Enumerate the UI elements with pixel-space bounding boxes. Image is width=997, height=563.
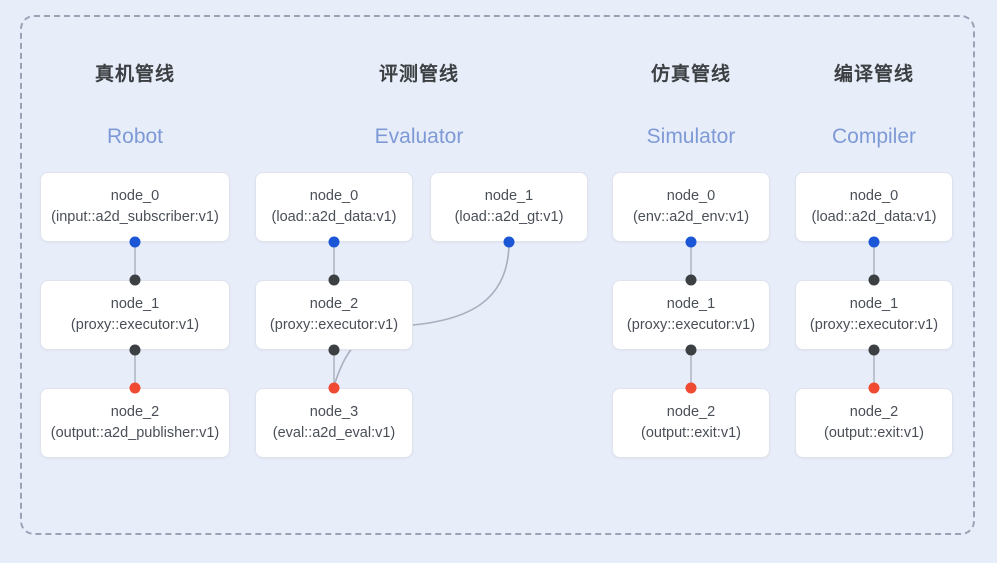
port-input-red: [868, 382, 880, 394]
node-label-name: node_1: [849, 296, 899, 312]
node-simulator-2[interactable]: node_2 (output::exit:v1): [612, 388, 770, 458]
node-robot-2[interactable]: node_2 (output::a2d_publisher:v1): [40, 388, 230, 458]
port-output-blue: [868, 236, 880, 248]
column-subtitle-robot: Robot: [106, 125, 164, 148]
edge-simulator-0-1: [690, 242, 692, 280]
port-input-dark: [328, 274, 340, 286]
port-output-blue: [685, 236, 697, 248]
port-output-dark: [328, 344, 340, 356]
port-output-dark: [685, 344, 697, 356]
node-label-type: (eval::a2d_eval:v1): [272, 425, 396, 441]
column-subtitle-evaluator: Evaluator: [374, 125, 464, 148]
port-output-dark: [129, 344, 141, 356]
node-evaluator-3[interactable]: node_3 (eval::a2d_eval:v1): [255, 388, 413, 458]
node-label-name: node_0: [849, 188, 899, 204]
node-label-type: (proxy::executor:v1): [626, 317, 756, 333]
node-evaluator-gt-1[interactable]: node_1 (load::a2d_gt:v1): [430, 172, 588, 242]
port-input-dark: [129, 274, 141, 286]
column-title-evaluator: 评测管线: [378, 64, 459, 85]
node-robot-0[interactable]: node_0 (input::a2d_subscriber:v1): [40, 172, 230, 242]
node-label-name: node_1: [110, 296, 160, 312]
column-subtitle-simulator: Simulator: [646, 125, 736, 148]
node-label-name: node_0: [309, 188, 359, 204]
diagram-frame: [20, 15, 975, 535]
port-input-dark: [685, 274, 697, 286]
node-label-name: node_1: [666, 296, 716, 312]
node-robot-1[interactable]: node_1 (proxy::executor:v1): [40, 280, 230, 350]
node-compiler-1[interactable]: node_1 (proxy::executor:v1): [795, 280, 953, 350]
port-input-dark: [868, 274, 880, 286]
node-label-name: node_2: [849, 404, 899, 420]
port-output-blue: [328, 236, 340, 248]
node-simulator-1[interactable]: node_1 (proxy::executor:v1): [612, 280, 770, 350]
node-compiler-2[interactable]: node_2 (output::exit:v1): [795, 388, 953, 458]
node-label-name: node_2: [309, 296, 359, 312]
edge-robot-0-1: [134, 242, 136, 280]
column-title-compiler: 编译管线: [833, 64, 914, 85]
node-label-name: node_2: [110, 404, 160, 420]
edge-robot-1-2: [134, 350, 136, 388]
node-label-type: (input::a2d_subscriber:v1): [51, 209, 219, 225]
port-output-blue: [503, 236, 515, 248]
node-evaluator-2[interactable]: node_2 (proxy::executor:v1): [255, 280, 413, 350]
node-label-type: (output::exit:v1): [824, 425, 924, 441]
column-subtitle-compiler: Compiler: [831, 125, 917, 148]
node-label-type: (load::a2d_data:v1): [811, 209, 937, 225]
node-label-name: node_2: [666, 404, 716, 420]
node-label-name: node_0: [110, 188, 160, 204]
node-label-type: (load::a2d_gt:v1): [454, 209, 564, 225]
edge-compiler-1-2: [873, 350, 875, 388]
node-label-name: node_0: [666, 188, 716, 204]
column-title-simulator: 仿真管线: [650, 64, 731, 85]
node-label-type: (proxy::executor:v1): [269, 317, 399, 333]
port-input-red: [328, 382, 340, 394]
port-output-blue: [129, 236, 141, 248]
port-output-dark: [868, 344, 880, 356]
port-input-red: [129, 382, 141, 394]
node-label-type: (output::exit:v1): [641, 425, 741, 441]
column-title-robot: 真机管线: [94, 64, 175, 85]
node-label-type: (proxy::executor:v1): [809, 317, 939, 333]
node-simulator-0[interactable]: node_0 (env::a2d_env:v1): [612, 172, 770, 242]
port-input-red: [685, 382, 697, 394]
node-label-name: node_3: [309, 404, 359, 420]
node-label-type: (load::a2d_data:v1): [271, 209, 397, 225]
node-compiler-0[interactable]: node_0 (load::a2d_data:v1): [795, 172, 953, 242]
node-label-type: (output::a2d_publisher:v1): [50, 425, 220, 441]
node-evaluator-0[interactable]: node_0 (load::a2d_data:v1): [255, 172, 413, 242]
node-label-type: (env::a2d_env:v1): [632, 209, 750, 225]
edge-simulator-1-2: [690, 350, 692, 388]
node-label-type: (proxy::executor:v1): [70, 317, 200, 333]
node-label-name: node_1: [484, 188, 534, 204]
edge-compiler-0-1: [873, 242, 875, 280]
